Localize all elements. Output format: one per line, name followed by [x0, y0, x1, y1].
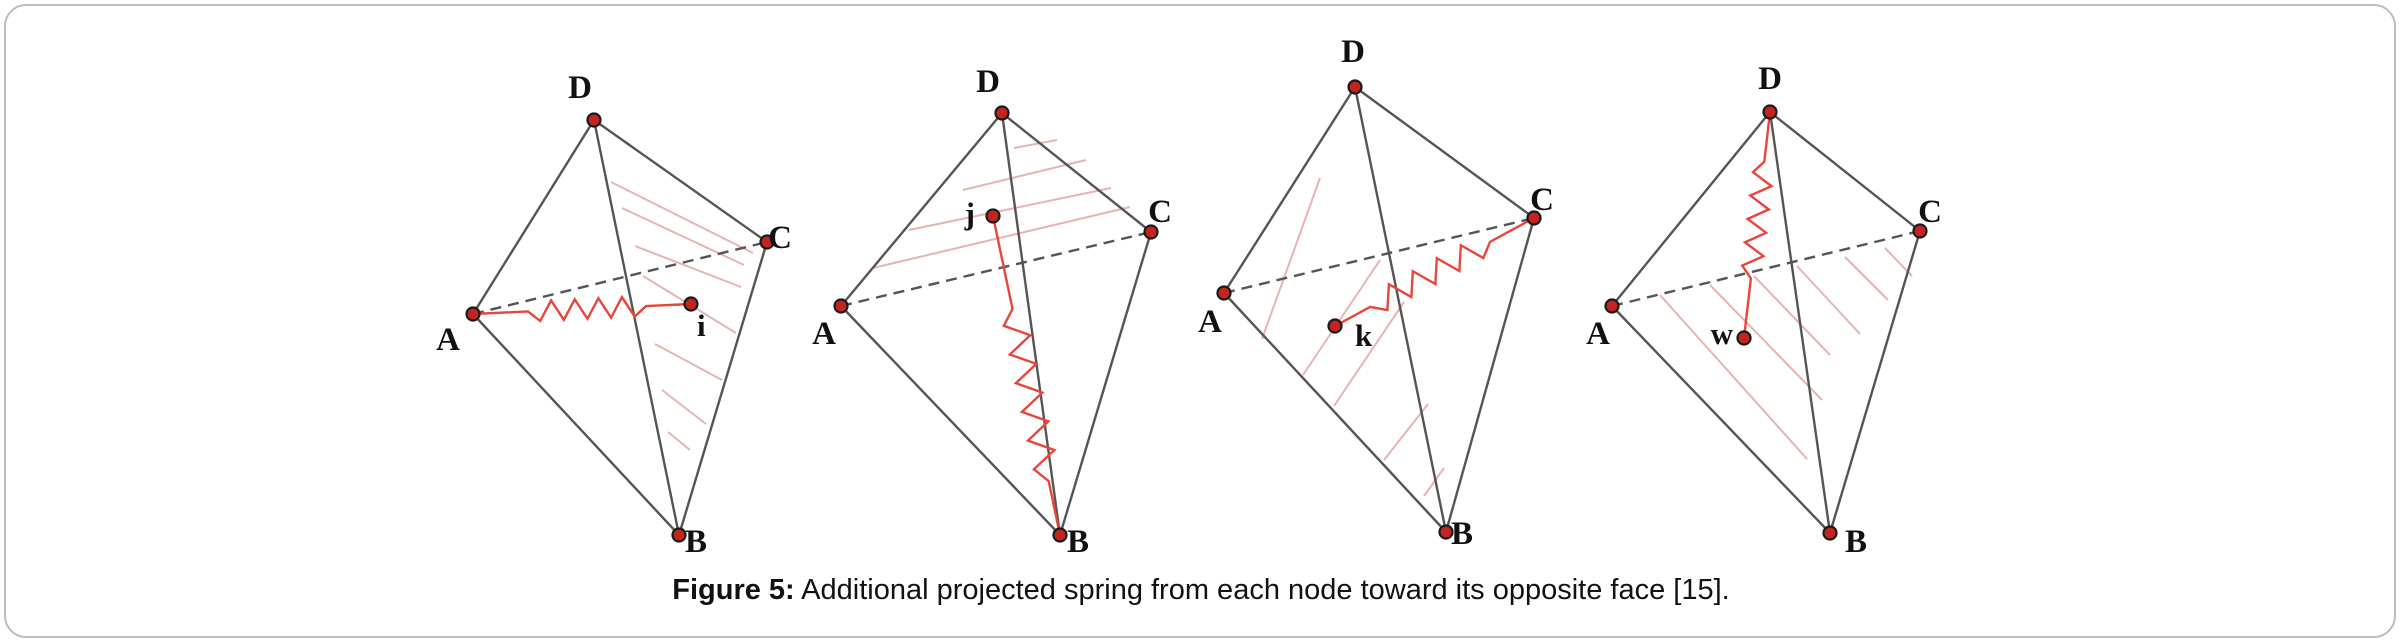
face-hatch-line: [1013, 139, 1058, 149]
tetrahedron-k: A B C Dk: [1198, 34, 1554, 552]
vertex-A-point: [833, 298, 849, 314]
hidden-edge-AC: [1611, 229, 1921, 308]
vertex-D-label: D: [976, 64, 1000, 100]
projected-spring-j: [991, 215, 1062, 536]
face-hatch-line: [1844, 256, 1889, 301]
projected-spring-i: [472, 294, 692, 323]
vertex-B-point: [1052, 527, 1068, 543]
hidden-edge-AC: [472, 240, 768, 316]
vertex-B-point: [671, 527, 687, 543]
edge-BC: [1058, 231, 1153, 536]
edge-BC: [677, 241, 769, 536]
face-hatch-line: [1302, 259, 1381, 376]
face-hatch-line: [1261, 177, 1321, 340]
vertex-B-label: B: [1451, 516, 1473, 552]
vertex-A-point: [1216, 285, 1232, 301]
tetrahedron-i: A B C Di: [436, 70, 792, 560]
vertex-D-label: D: [1758, 61, 1782, 97]
face-hatch-line: [1753, 275, 1831, 356]
vertex-C-label: C: [1530, 182, 1554, 218]
node-j-label: j: [964, 196, 975, 231]
face-hatch-line: [908, 187, 1112, 231]
face-hatch-line: [621, 207, 745, 266]
edge-CD: [1769, 111, 1921, 232]
face-hatch-line: [1659, 294, 1808, 460]
tetrahedron-w: A B C Dw: [1586, 61, 1942, 560]
edge-AD: [840, 112, 1003, 307]
vertex-A-label: A: [436, 322, 460, 358]
edge-BD: [1000, 112, 1062, 536]
caption-label: Figure 5:: [672, 574, 795, 606]
node-w-point: [1736, 330, 1752, 346]
edge-AB: [472, 313, 680, 536]
vertex-D-point: [586, 112, 602, 128]
vertex-B-label: B: [1067, 524, 1089, 560]
vertex-C-point: [1526, 210, 1542, 226]
node-j-point: [985, 208, 1001, 224]
vertex-B-point: [1438, 524, 1454, 540]
vertex-C-label: C: [1148, 194, 1172, 230]
edge-AD: [471, 119, 596, 315]
face-hatch-line: [661, 389, 707, 425]
vertex-C-point: [759, 234, 775, 250]
node-i-point: [683, 296, 699, 312]
face-hatch-line: [610, 181, 754, 254]
vertex-A-label: A: [812, 316, 836, 352]
caption-text: Additional projected spring from each no…: [794, 574, 1730, 606]
vertex-D-point: [994, 105, 1010, 121]
vertex-D-point: [1762, 104, 1778, 120]
vertex-C-point: [1912, 223, 1928, 239]
face-hatch-line: [634, 245, 742, 288]
face-hatch-line: [1423, 467, 1445, 497]
node-w-label: w: [1711, 316, 1734, 351]
edge-CD: [1001, 112, 1152, 233]
edge-AB: [840, 305, 1061, 536]
vertex-D-label: D: [568, 70, 592, 106]
vertex-B-point: [1822, 525, 1838, 541]
vertex-C-label: C: [768, 220, 792, 256]
edge-BD: [592, 119, 681, 536]
node-k-point: [1327, 318, 1343, 334]
face-hatch-line: [1333, 301, 1405, 407]
edge-CD: [1354, 86, 1535, 219]
vertex-B-label: B: [1845, 524, 1867, 560]
vertex-C-point: [1143, 224, 1159, 240]
edge-BC: [1828, 230, 1922, 534]
node-k-label: k: [1355, 318, 1373, 353]
figure-caption: Figure 5: Additional projected spring fr…: [0, 574, 2402, 607]
node-i-label: i: [697, 308, 706, 343]
vertex-D-label: D: [1341, 34, 1365, 70]
vertex-A-point: [465, 306, 481, 322]
hidden-edge-AC: [1223, 216, 1535, 295]
hidden-edge-AC: [840, 230, 1152, 308]
edge-CD: [593, 119, 768, 243]
face-hatch-line: [667, 431, 691, 451]
edge-BC: [1444, 217, 1536, 533]
projected-spring-w: [1740, 111, 1774, 339]
vertex-C-label: C: [1918, 194, 1942, 230]
edge-AB: [1611, 305, 1831, 534]
face-hatch-line: [654, 343, 723, 381]
vertex-D-point: [1347, 79, 1363, 95]
vertex-A-point: [1604, 298, 1620, 314]
vertex-A-label: A: [1586, 316, 1610, 352]
edge-BD: [1353, 86, 1448, 533]
projected-spring-k: [1334, 216, 1535, 328]
figure-frame: [4, 4, 2396, 638]
edge-AB: [1223, 292, 1447, 533]
edge-AD: [1222, 86, 1357, 294]
edge-AD: [1611, 111, 1771, 307]
face-hatch-line: [872, 206, 1131, 269]
vertex-A-label: A: [1198, 304, 1222, 340]
edge-BD: [1768, 111, 1832, 534]
tetrahedron-j: A B C Dj: [812, 64, 1172, 560]
face-hatch-line: [1709, 284, 1823, 401]
vertex-B-label: B: [685, 524, 707, 560]
face-hatch-line: [1796, 265, 1861, 335]
